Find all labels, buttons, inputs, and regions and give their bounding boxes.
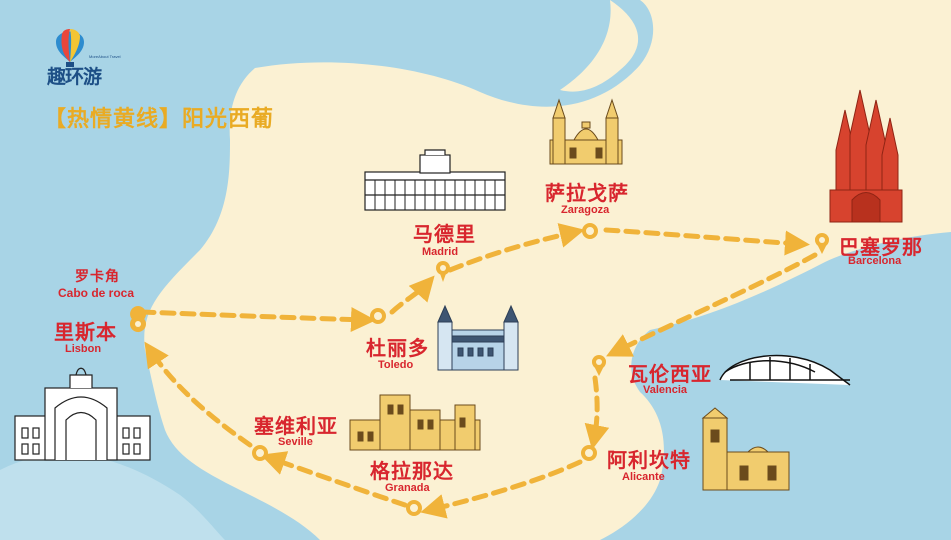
- city-en-seville: Seville: [278, 436, 313, 448]
- coast-piece: [560, 0, 639, 92]
- valencia-arts-icon: [719, 354, 851, 386]
- city-label-lisbon: 里斯本: [54, 320, 117, 344]
- route-seg-seville-lisbon: [144, 341, 253, 448]
- sagrada-familia-icon: [829, 89, 903, 223]
- iberia-land: [144, 0, 951, 540]
- route-seg-toledo-madrid: [389, 275, 435, 315]
- city-en-barcelona: Barcelona: [848, 255, 902, 267]
- route-seg-barcelona-valencia: [606, 252, 818, 357]
- zaragoza-basilica-icon: [549, 98, 623, 165]
- zaragoza-marker-icon[interactable]: [582, 223, 598, 239]
- page-title: 【热情黄线】阳光西葡: [44, 107, 275, 132]
- route-seg-zaragoza-barcelona: [603, 227, 810, 256]
- lisbon-arch-icon: [14, 367, 151, 461]
- brand-name: 趣环游: [47, 66, 102, 88]
- city-label-seville: 塞维利亚: [254, 414, 338, 438]
- brand-subtitle: MoreAbout Travel: [89, 54, 121, 59]
- alicante-church-icon: [701, 407, 790, 491]
- route-line: [139, 223, 818, 519]
- sea-shade: [0, 454, 225, 540]
- city-label-granada: 格拉那达: [370, 459, 454, 483]
- alicante-marker-icon[interactable]: [581, 445, 597, 461]
- barcelona-pin-icon[interactable]: [815, 233, 829, 254]
- granada-marker-icon[interactable]: [406, 500, 422, 516]
- route-seg-madrid-zaragoza: [447, 223, 585, 273]
- city-en-cabo: Cabo de roca: [58, 286, 135, 300]
- city-label-valencia: 瓦伦西亚: [628, 362, 712, 386]
- city-en-toledo: Toledo: [378, 359, 414, 371]
- city-en-granada: Granada: [385, 482, 430, 494]
- madrid-palace-icon: [364, 149, 506, 211]
- city-label-toledo: 杜丽多: [366, 336, 429, 360]
- toledo-marker-icon[interactable]: [370, 308, 386, 324]
- city-markers: [130, 223, 829, 516]
- route-seg-lisbon-toledo: [139, 307, 376, 333]
- seville-marker-icon[interactable]: [252, 445, 268, 461]
- balloon-logo-icon: [56, 29, 84, 67]
- city-label-alicante: 阿利坎特: [607, 448, 691, 472]
- route-seg-granada-seville: [260, 451, 408, 508]
- valencia-pin-icon[interactable]: [592, 355, 606, 376]
- toledo-alcazar-icon: [437, 304, 519, 371]
- city-label-barcelona: 巴塞罗那: [839, 235, 923, 259]
- lisbon-pin-icon[interactable]: [130, 306, 147, 338]
- city-label-madrid: 马德里: [413, 222, 476, 246]
- city-en-valencia: Valencia: [643, 384, 688, 396]
- city-en-madrid: Madrid: [422, 246, 459, 258]
- route-seg-valencia-alicante: [584, 375, 610, 450]
- granada-alhambra-icon: [349, 394, 481, 451]
- madrid-pin-icon[interactable]: [436, 261, 450, 282]
- city-en-zaragoza: Zaragoza: [561, 204, 610, 216]
- city-label-cabo: 罗卡角: [75, 269, 120, 285]
- city-label-zaragoza: 萨拉戈萨: [545, 181, 629, 205]
- city-en-alicante: Alicante: [622, 471, 665, 483]
- route-seg-alicante-granada: [420, 459, 583, 519]
- city-en-lisbon: Lisbon: [65, 343, 102, 355]
